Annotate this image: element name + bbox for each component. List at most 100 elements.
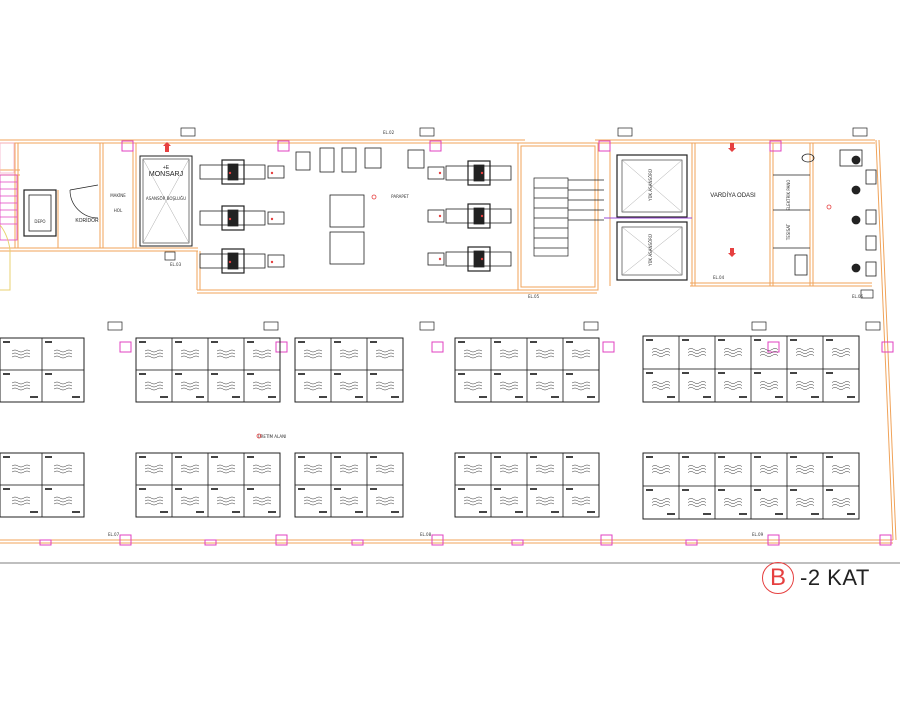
cell-tag-mark	[530, 488, 537, 490]
wave-symbol-icon	[535, 349, 555, 359]
cell-code-mark	[587, 396, 595, 398]
cell-code-mark	[811, 396, 819, 398]
cell-tag-mark	[3, 341, 10, 343]
wave-symbol-icon	[535, 381, 555, 391]
cell-code-mark	[72, 396, 80, 398]
wave-symbol-icon	[180, 496, 200, 506]
wave-symbol-icon	[144, 349, 164, 359]
tank-block	[642, 335, 860, 403]
wave-symbol-icon	[463, 464, 483, 474]
wave-symbol-icon	[499, 464, 519, 474]
wave-symbol-icon	[463, 381, 483, 391]
cell-tag-mark	[45, 456, 52, 458]
wave-symbol-icon	[216, 496, 236, 506]
label-uretim: ÜRETİM ALANI	[258, 434, 287, 439]
cell-tag-mark	[754, 489, 761, 491]
cell-tag-mark	[826, 372, 833, 374]
cell-tag-mark	[334, 341, 341, 343]
cell-code-mark	[479, 511, 487, 513]
left-column-strip	[0, 142, 15, 174]
tank-cell	[243, 369, 281, 403]
wave-symbol-icon	[252, 381, 272, 391]
wave-symbol-icon	[11, 349, 31, 359]
tank-cell	[366, 369, 404, 403]
cell-tag-mark	[175, 488, 182, 490]
cell-tag-mark	[45, 373, 52, 375]
cell-tag-mark	[566, 373, 573, 375]
wave-symbol-icon	[795, 465, 815, 474]
cell-tag-mark	[211, 341, 218, 343]
wave-symbol-icon	[759, 498, 779, 507]
wave-symbol-icon	[687, 465, 707, 474]
wave-symbol-icon	[339, 496, 359, 506]
plan-labels: MONSARJ +E ASANSÖR BOŞLUĞU DEPO KORİDOR …	[34, 130, 863, 537]
tank-cell	[243, 484, 281, 518]
tank-cell	[41, 484, 85, 518]
wave-symbol-icon	[375, 496, 395, 506]
cell-tag-mark	[718, 489, 725, 491]
cell-tag-mark	[682, 456, 689, 458]
cell-tag-mark	[718, 339, 725, 341]
cell-code-mark	[355, 511, 363, 513]
cell-code-mark	[268, 511, 276, 513]
cell-tag-mark	[139, 456, 146, 458]
cell-code-mark	[587, 511, 595, 513]
wave-symbol-icon	[499, 381, 519, 391]
cell-tag-mark	[646, 456, 653, 458]
cell-code-mark	[551, 396, 559, 398]
wave-symbol-icon	[216, 464, 236, 474]
wave-symbol-icon	[303, 464, 323, 474]
wave-symbol-icon	[571, 496, 591, 506]
wave-symbol-icon	[571, 464, 591, 474]
cell-tag-mark	[646, 339, 653, 341]
wave-symbol-icon	[759, 348, 779, 357]
wave-symbol-icon	[831, 498, 851, 507]
wave-symbol-icon	[180, 381, 200, 391]
cell-code-mark	[355, 396, 363, 398]
cell-tag-mark	[566, 456, 573, 458]
tank-block	[0, 337, 85, 403]
cell-code-mark	[703, 513, 711, 515]
wave-symbol-icon	[723, 498, 743, 507]
cell-code-mark	[847, 396, 855, 398]
wave-symbol-icon	[687, 498, 707, 507]
wave-symbol-icon	[723, 465, 743, 474]
cell-code-mark	[739, 513, 747, 515]
tank-block	[294, 337, 404, 403]
cell-tag-mark	[682, 489, 689, 491]
cell-tag-mark	[826, 489, 833, 491]
cell-tag-mark	[211, 456, 218, 458]
red-arrow-up-icon	[163, 142, 171, 152]
wave-symbol-icon	[651, 465, 671, 474]
wave-symbol-icon	[463, 496, 483, 506]
cell-tag-mark	[298, 373, 305, 375]
cell-tag-mark	[458, 341, 465, 343]
wave-symbol-icon	[535, 496, 555, 506]
label-tag-d: EL.05	[528, 294, 540, 299]
tank-block	[642, 452, 860, 520]
wave-symbol-icon	[795, 498, 815, 507]
cell-code-mark	[775, 513, 783, 515]
label-tesisat: TESİSAT	[786, 223, 791, 241]
cell-tag-mark	[530, 341, 537, 343]
wave-symbol-icon	[11, 381, 31, 391]
wave-symbol-icon	[11, 496, 31, 506]
wave-symbol-icon	[687, 348, 707, 357]
wave-symbol-icon	[216, 349, 236, 359]
cell-tag-mark	[754, 456, 761, 458]
tank-block	[135, 452, 281, 518]
wave-symbol-icon	[463, 349, 483, 359]
cell-code-mark	[232, 396, 240, 398]
label-plus-e: +E	[163, 165, 170, 171]
level-indicator: B -2 KAT	[762, 561, 870, 595]
left-edge-rooms	[0, 174, 18, 241]
tank-cell	[822, 485, 860, 520]
cell-tag-mark	[370, 488, 377, 490]
cell-code-mark	[479, 396, 487, 398]
wave-symbol-icon	[651, 348, 671, 357]
cell-tag-mark	[682, 372, 689, 374]
door-swing	[69, 184, 99, 219]
cell-tag-mark	[646, 372, 653, 374]
tank-cell	[41, 369, 85, 403]
